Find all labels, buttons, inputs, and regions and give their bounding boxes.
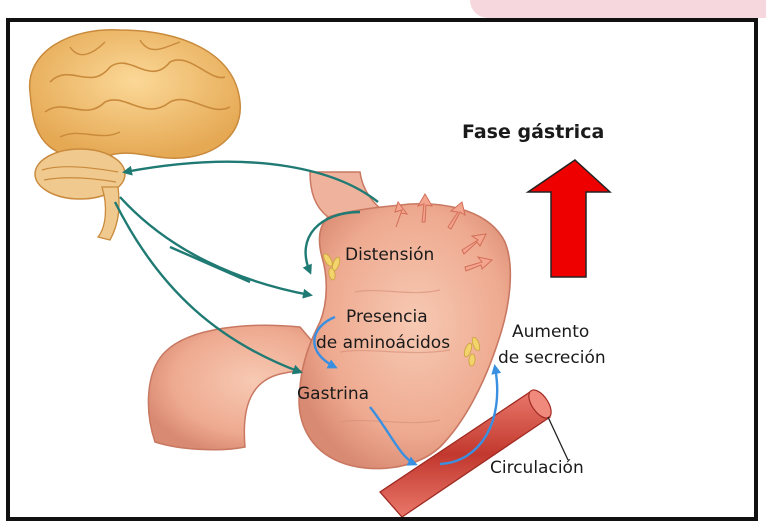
label-circulacion: Circulación xyxy=(490,458,584,478)
label-presencia-2: de aminoácidos xyxy=(316,333,450,353)
up-arrow-icon xyxy=(528,160,610,277)
label-gastrina: Gastrina xyxy=(297,384,369,404)
efferent-arrow-short xyxy=(170,247,250,282)
efferent-arrow-distension xyxy=(120,197,310,295)
label-aumento-1: Aumento xyxy=(512,322,589,342)
diagram-title: Fase gástrica xyxy=(462,121,604,143)
label-distension: Distensión xyxy=(345,245,434,265)
diagram-frame: Fase gástrica Distensión Presencia de am… xyxy=(6,18,758,521)
brain-illustration xyxy=(30,30,241,240)
gastric-phase-diagram: Fase gástrica Distensión Presencia de am… xyxy=(10,22,754,517)
corner-tab xyxy=(470,0,766,18)
label-aumento-2: de secreción xyxy=(498,348,606,368)
label-presencia-1: Presencia xyxy=(346,307,428,327)
